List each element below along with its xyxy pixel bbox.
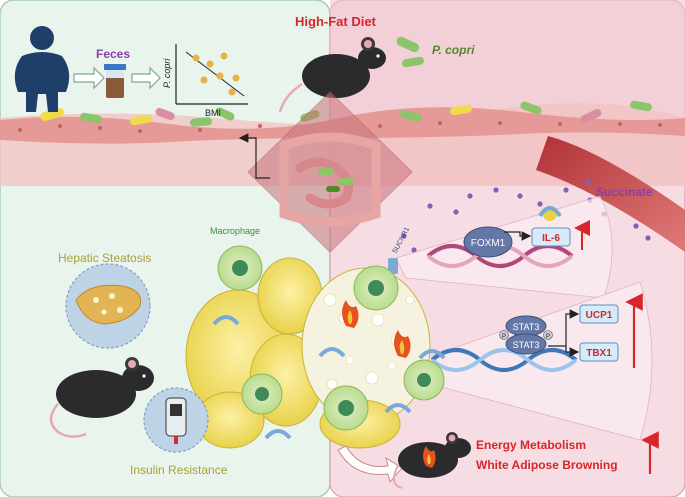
mouse-top-icon: [278, 37, 386, 113]
insulin-resistance-label: Insulin Resistance: [130, 463, 228, 477]
il6-label: IL-6: [542, 233, 560, 244]
macrophage-label: Macrophage: [210, 226, 260, 236]
ucp1-label: UCP1: [586, 310, 613, 321]
plot-point: [232, 74, 240, 82]
dna-helix-lower: [430, 348, 578, 372]
feces-label: Feces: [96, 47, 130, 61]
flame-icons: [342, 300, 411, 358]
blood-vessel: [536, 136, 685, 252]
sucnr1-receptor-icon: [388, 258, 398, 274]
high-fat-diet-label: High-Fat Diet: [295, 14, 377, 29]
p-copri-label: P. copri: [432, 43, 475, 57]
stat3-top-label: STAT3: [513, 322, 540, 332]
energy-metabolism-label: Energy Metabolism: [476, 438, 586, 452]
plot-point: [220, 52, 228, 60]
il6-protein-icon: [538, 206, 562, 221]
plot-point: [206, 60, 214, 68]
arrow-feces-to-plot: [131, 66, 161, 90]
ucp1-box: [579, 304, 619, 324]
plot-point: [192, 54, 200, 62]
obese-person-icon: [14, 26, 70, 112]
arrow-person-to-feces: [73, 66, 105, 90]
arrow-foxm1-to-il6: [504, 231, 532, 241]
phospho-left-label: P: [502, 334, 506, 340]
arrow-adipose-to-mouse: [337, 445, 403, 484]
arrow-stat3-branch: [548, 309, 580, 347]
stat3-bottom-label: STAT3: [513, 340, 540, 350]
fatty-liver-icon: [75, 284, 142, 325]
p-copri-bacteria-icon: [396, 36, 424, 68]
mouse-flame-icon: [423, 446, 436, 468]
intestine-bacteria: [318, 168, 354, 192]
tbx1-box: [579, 342, 619, 362]
correlation-plot: [175, 44, 248, 105]
macrophage-cells: [217, 245, 445, 431]
glucometer-icon: [165, 397, 187, 444]
gut-villi: [18, 121, 662, 133]
phospho-right-badge: [543, 330, 553, 340]
mouse-left-icon: [49, 357, 154, 438]
feces-jar-icon: [104, 64, 126, 98]
plot-point: [200, 76, 208, 84]
stat3-bottom-node: [505, 333, 547, 355]
hepatic-steatosis-label: Hepatic Steatosis: [58, 251, 151, 265]
plot-y-axis-label: P. copri: [162, 58, 172, 88]
succinate-molecules: [401, 179, 651, 253]
foxm1-node: [463, 226, 513, 258]
arrow-gut-to-wall: [238, 133, 270, 179]
succinate-label: Succinate: [596, 185, 653, 199]
white-adipose-browning-label: White Adipose Browning: [476, 458, 618, 472]
plot-x-axis-label: BMI: [205, 108, 221, 118]
tbx1-label: TBX1: [586, 348, 612, 359]
plot-point: [216, 72, 224, 80]
il6-box: [531, 227, 571, 247]
foxm1-label: FOXM1: [471, 238, 506, 249]
phospho-left-badge: [499, 330, 509, 340]
receptor-ring-icons: [212, 315, 446, 440]
plot-point: [228, 88, 236, 96]
phospho-right-label: P: [546, 334, 550, 340]
arrow-stat3-to-tbx1: [565, 346, 580, 357]
